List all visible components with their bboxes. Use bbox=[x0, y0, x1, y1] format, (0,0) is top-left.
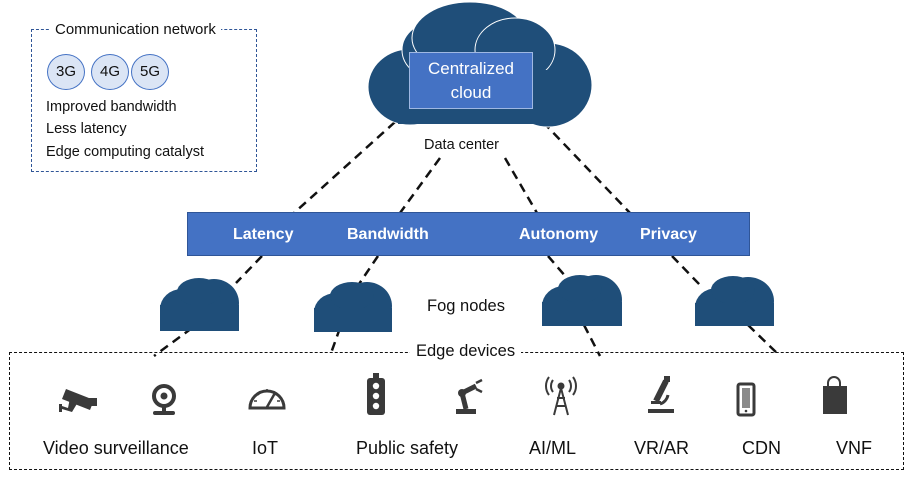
benefit-latency: Less latency bbox=[46, 121, 127, 137]
bar-item-bandwidth: Bandwidth bbox=[347, 226, 429, 243]
fog-cloud-4 bbox=[695, 276, 774, 326]
device-label-public-safety: Public safety bbox=[356, 438, 459, 458]
device-label-vnf: VNF bbox=[836, 438, 872, 458]
data-center-label: Data center bbox=[420, 137, 503, 153]
communication-network-legend bbox=[31, 29, 257, 172]
device-label-video-surveillance: Video surveillance bbox=[43, 438, 189, 458]
generation-4g-node: 4G bbox=[91, 54, 129, 90]
cloud-label-line1: Centralized bbox=[428, 59, 514, 78]
edge-devices-label: Edge devices bbox=[410, 342, 522, 361]
fog-cloud-3 bbox=[542, 275, 622, 326]
fog-cloud-1 bbox=[160, 278, 239, 331]
antenna-tower-icon bbox=[545, 376, 577, 416]
benefit-bar bbox=[187, 212, 750, 256]
generation-5g-node: 5G bbox=[131, 54, 169, 90]
cloud-label-line2: cloud bbox=[450, 83, 492, 102]
benefit-bandwidth: Improved bandwidth bbox=[46, 99, 177, 115]
legend-title: Communication network bbox=[50, 21, 221, 38]
device-icons bbox=[59, 373, 847, 417]
cloud-connectors bbox=[293, 121, 631, 214]
bar-item-latency: Latency bbox=[233, 226, 294, 243]
fog-connectors bbox=[153, 255, 781, 358]
cctv-camera-icon bbox=[59, 389, 97, 412]
shopping-bag-icon bbox=[823, 376, 847, 414]
fog-nodes-label: Fog nodes bbox=[427, 297, 505, 315]
benefit-edge-catalyst: Edge computing catalyst bbox=[46, 144, 204, 160]
robot-arm-icon bbox=[456, 378, 483, 414]
device-label-ai-ml: AI/ML bbox=[529, 438, 577, 458]
gauge-icon bbox=[248, 389, 286, 410]
fog-cloud-2 bbox=[314, 282, 392, 332]
bar-item-privacy: Privacy bbox=[640, 226, 697, 243]
generation-3g-node: 3G bbox=[47, 54, 85, 90]
webcam-icon bbox=[152, 384, 176, 415]
device-label-iot: IoT bbox=[252, 438, 279, 458]
device-label-cdn: CDN bbox=[742, 438, 781, 458]
smartphone-icon bbox=[736, 382, 756, 417]
bar-item-autonomy: Autonomy bbox=[519, 226, 599, 243]
traffic-light-icon bbox=[367, 373, 385, 415]
centralized-cloud-label: Centralized cloud bbox=[409, 52, 533, 109]
device-label-vr-ar: VR/AR bbox=[634, 438, 690, 458]
microscope-icon bbox=[648, 376, 674, 413]
